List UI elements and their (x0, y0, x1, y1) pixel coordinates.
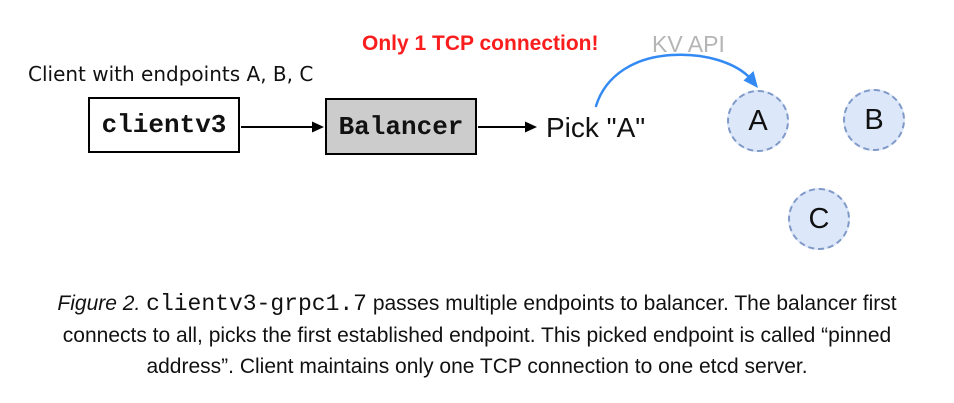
endpoint-label-c: C (808, 202, 830, 235)
figure-caption: Figure 2. clientv3-grpc1.7 passes multip… (0, 288, 954, 382)
endpoint-label-a: A (748, 104, 768, 137)
endpoint-circle-b: B (843, 89, 905, 151)
kv-api-arrowhead-icon (743, 71, 758, 88)
endpoint-label-b: B (864, 103, 884, 136)
pick-a-label: Pick "A" (546, 112, 646, 143)
endpoint-circle-c: C (788, 188, 850, 250)
client-endpoints-label: Client with endpoints A, B, C (28, 62, 314, 86)
figure-caption-text: passes multiple endpoints to balancer. T… (62, 292, 897, 378)
tcp-connection-note: Only 1 TCP connection! (362, 32, 599, 55)
endpoint-circle-a: A (727, 90, 789, 152)
arrowhead-clientv3-to-balancer-icon (312, 121, 324, 133)
figure-number-label: Figure 2. (57, 292, 141, 315)
clientv3-box-label: clientv3 (101, 110, 227, 140)
balancer-box: Balancer (325, 98, 477, 155)
kv-api-label: KV API (652, 31, 725, 57)
kv-api-curved-arrow (594, 53, 750, 108)
clientv3-box: clientv3 (88, 97, 240, 153)
arrowhead-balancer-to-pick-icon (525, 121, 537, 133)
balancer-box-label: Balancer (338, 111, 464, 142)
figure-caption-code: clientv3-grpc1.7 (146, 291, 367, 317)
